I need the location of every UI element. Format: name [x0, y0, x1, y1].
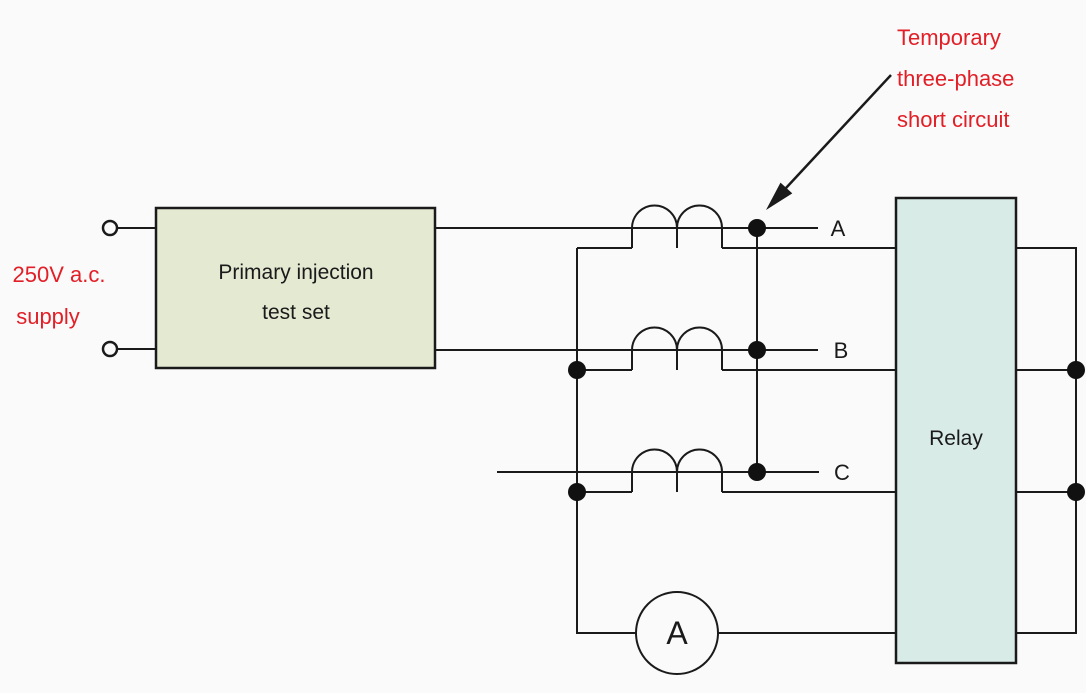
relay-label: Relay — [929, 427, 983, 450]
short-circuit-dot-b — [748, 341, 766, 359]
ct-phase-c-icon — [631, 448, 723, 492]
ammeter: A — [635, 591, 896, 675]
phase-b-label: B — [834, 338, 849, 363]
short-circuit-dot-c — [748, 463, 766, 481]
short-circuit-note-line2: three-phase — [897, 66, 1014, 91]
test-set: Primary injection test set — [154, 206, 437, 370]
supply-terminals — [101, 219, 156, 358]
ammeter-circle-icon — [635, 591, 719, 675]
short-circuit-note-line1: Temporary — [897, 25, 1001, 50]
supply-label-line2: supply — [16, 304, 80, 329]
short-circuit-dot-a — [748, 219, 766, 237]
left-bus — [568, 248, 636, 634]
phase-a-label: A — [831, 216, 846, 241]
ct-phase-a-icon — [631, 204, 723, 248]
junction-dot — [1067, 361, 1085, 379]
ammeter-label: A — [666, 615, 688, 651]
relay: Relay — [894, 196, 1018, 665]
secondary-wiring — [577, 247, 896, 493]
test-set-label-line1: Primary injection — [218, 261, 373, 284]
junction-dot — [1067, 483, 1085, 501]
supply-label: 250V a.c. supply — [13, 262, 106, 329]
junction-dot — [568, 361, 586, 379]
ct-phase-b-icon — [631, 326, 723, 370]
arrow-head-icon — [766, 182, 793, 210]
test-set-box — [154, 206, 437, 370]
short-circuit-bus — [748, 219, 766, 481]
supply-label-line1: 250V a.c. — [13, 262, 106, 287]
right-bus — [1016, 247, 1085, 634]
right-bus-line — [1016, 247, 1077, 634]
phase-labels: A B C — [831, 216, 850, 485]
short-circuit-note-line3: short circuit — [897, 107, 1009, 132]
test-set-label-line2: test set — [262, 301, 330, 324]
supply-terminal-top-icon — [101, 219, 119, 237]
junction-dot — [568, 483, 586, 501]
short-circuit-note: Temporary three-phase short circuit — [766, 25, 1014, 210]
phase-c-label: C — [834, 460, 850, 485]
arrow-line — [785, 74, 892, 189]
ct-symbols — [631, 204, 723, 492]
relay-box — [894, 196, 1018, 665]
supply-terminal-bottom-icon — [101, 340, 119, 358]
